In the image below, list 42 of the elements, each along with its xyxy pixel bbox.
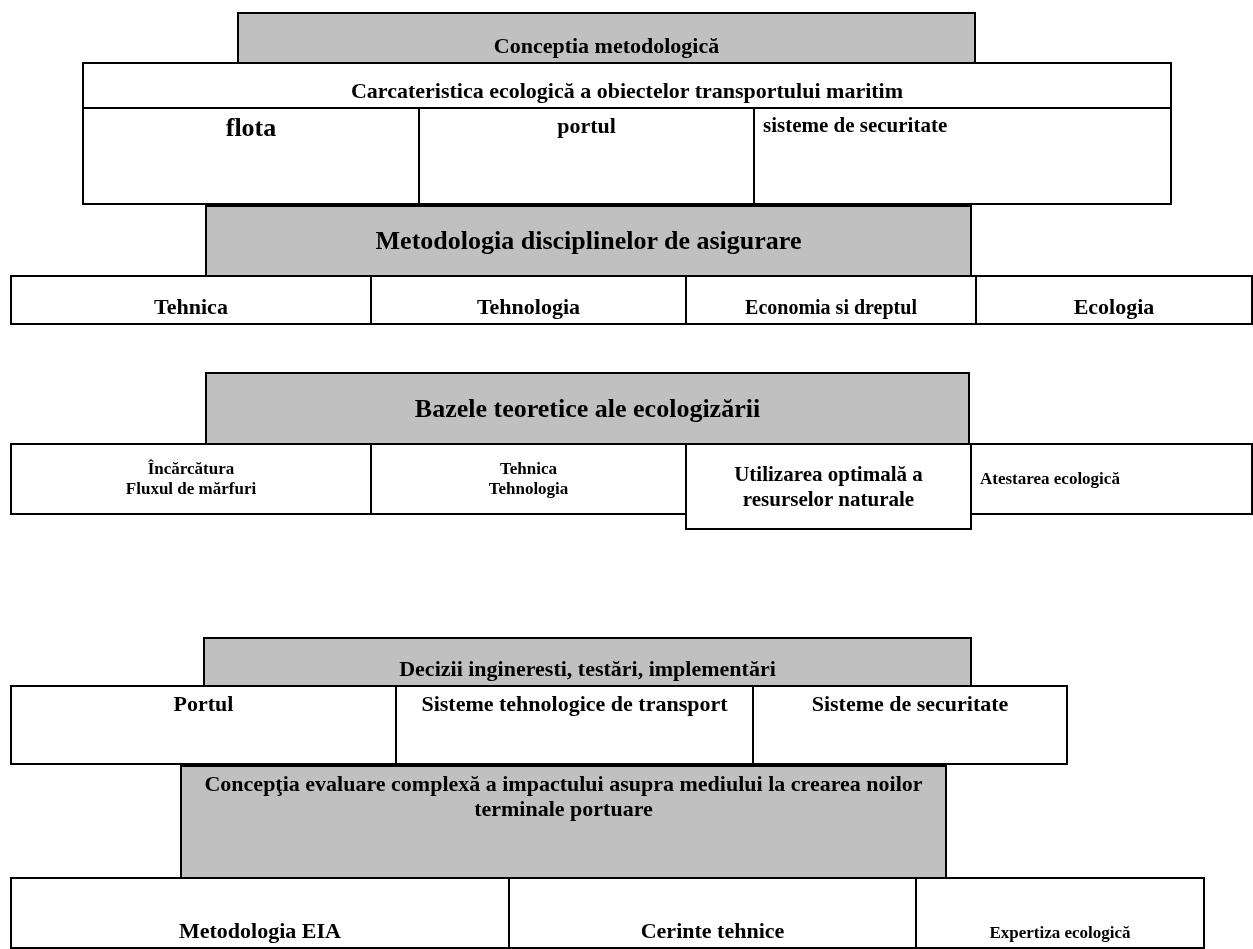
category-label: Încărcătura [147, 459, 235, 479]
category-label: Carcateristica ecologică a obiectelor transportului maritim [350, 77, 904, 103]
heading-box [180, 765, 947, 879]
category-box [10, 877, 510, 949]
category-label: Economia si dreptul [745, 296, 917, 319]
category-label: Sisteme tehnologice de transport [421, 691, 728, 717]
category-label: Utilizarea optimală a resurselor naturale [733, 462, 924, 511]
heading-box [82, 62, 1172, 109]
category-box [970, 443, 1253, 515]
category-label: Tehnologia [476, 293, 581, 319]
category-label: Metodologia EIA [179, 917, 341, 943]
heading-box [205, 205, 972, 277]
category-label: Atestarea ecologică [980, 469, 1120, 489]
category-box [915, 877, 1205, 949]
category-box [82, 107, 420, 205]
category-label: Tehnologia [488, 479, 569, 499]
category-box [10, 443, 372, 515]
category-label: Expertiza ecologică [989, 923, 1131, 943]
category-box [752, 685, 1068, 765]
heading-box [237, 12, 976, 64]
heading-text: Concepţia evaluare complexă a impactului asupra mediului la crearea noilor terminale portuare [203, 771, 924, 822]
category-label: Portul [173, 691, 234, 717]
category-box [10, 275, 372, 325]
category-label: Fluxul de mărfuri [125, 479, 257, 499]
category-label: portul [557, 113, 616, 139]
category-box [975, 275, 1253, 325]
heading-text: Bazele teoretice ale ecologizării [414, 393, 761, 424]
category-label: Sisteme de securitate [811, 691, 1009, 717]
category-label: Cerinte tehnice [640, 917, 785, 943]
heading-text: Conceptia metodologică [493, 32, 720, 58]
heading-box [203, 637, 972, 687]
category-label: Ecologia [1073, 293, 1155, 319]
heading-box [205, 372, 970, 445]
category-label: Tehnica [154, 293, 228, 319]
category-box [685, 275, 977, 325]
category-label: Tehnica [500, 459, 557, 479]
category-box [753, 107, 1172, 205]
heading-text: Metodologia disciplinelor de asigurare [375, 226, 802, 256]
category-box [10, 685, 397, 765]
category-label: sisteme de securitate [763, 113, 948, 138]
category-label: flota [225, 113, 277, 143]
heading-text: Decizii ingineresti, testări, implementări [399, 655, 776, 681]
